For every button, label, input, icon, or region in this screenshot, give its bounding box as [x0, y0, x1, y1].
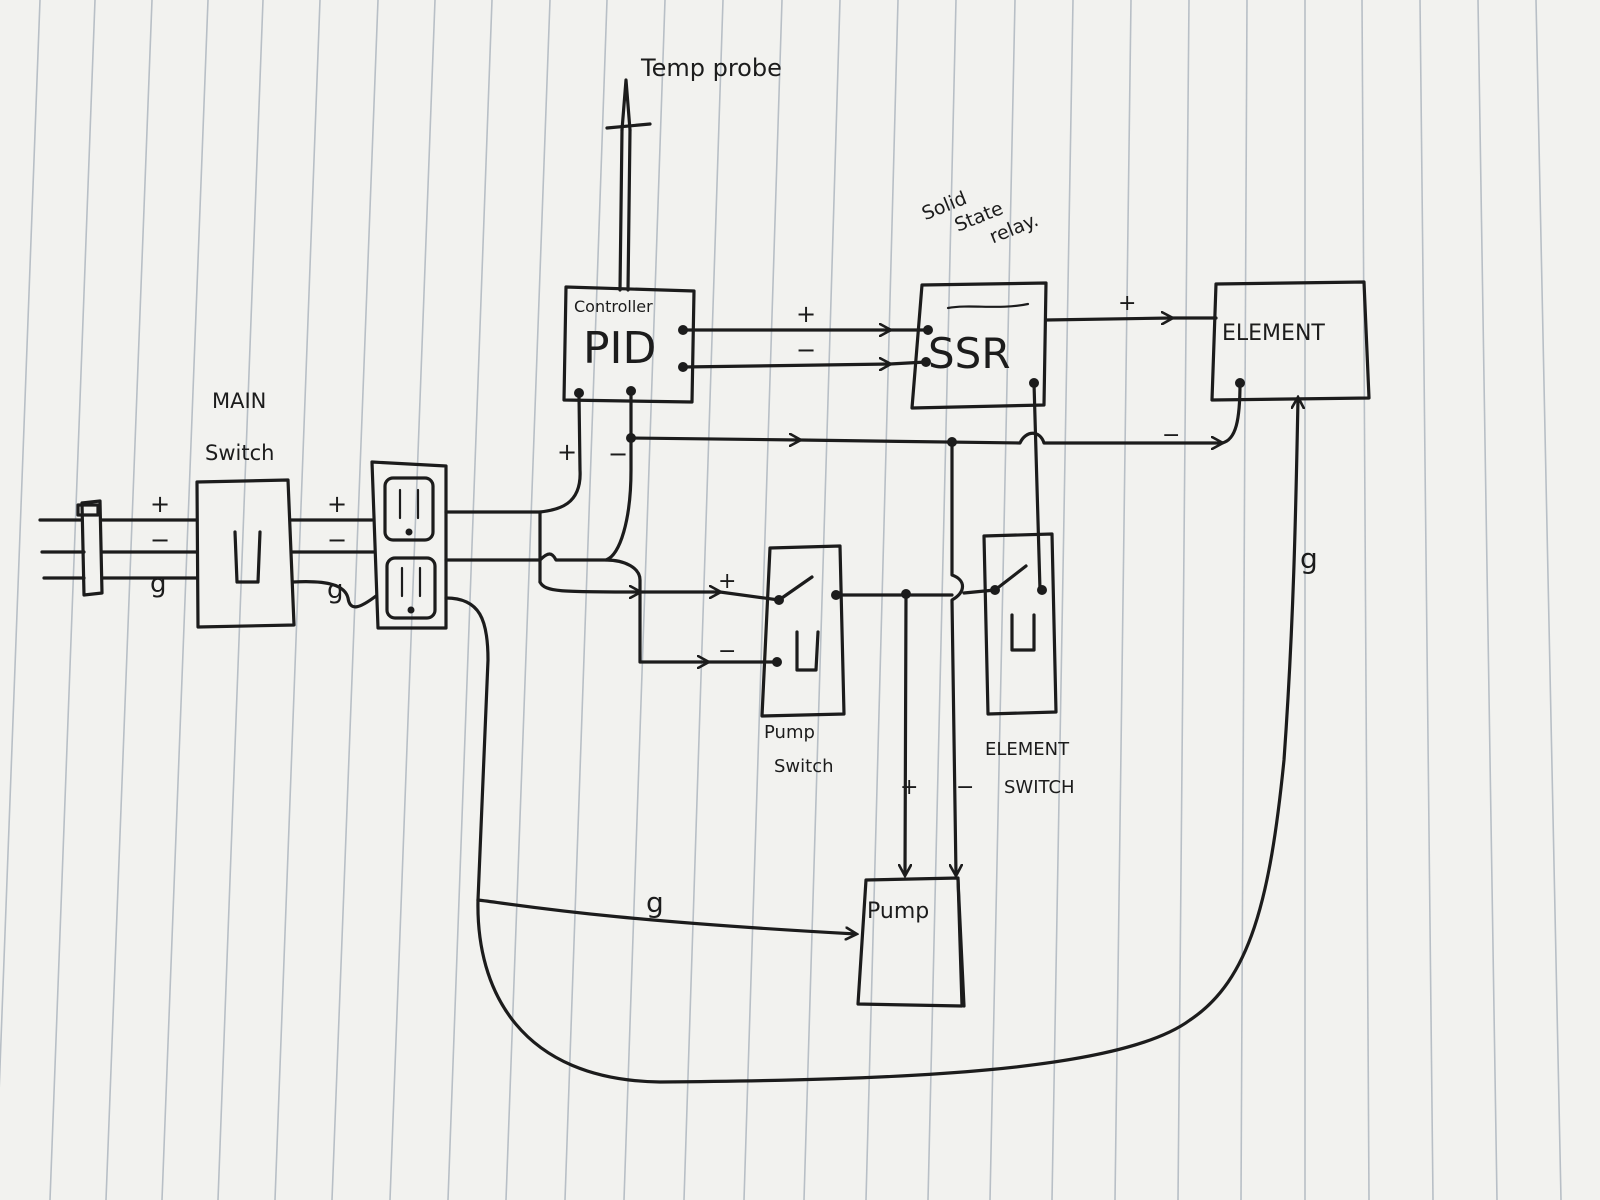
pid-label: PID	[583, 323, 656, 374]
mark-minus-pump-switch: −	[718, 639, 736, 664]
mark-ground-main: g	[327, 575, 344, 605]
pump-switch-label-line-1: Pump	[764, 722, 815, 743]
mark-minus-pid: −	[608, 440, 628, 468]
controller-label: Controller	[574, 297, 653, 316]
mark-minus-ssr-in: −	[796, 336, 816, 364]
mark-plus-element: +	[1118, 291, 1136, 316]
mark-minus-main: −	[327, 526, 347, 554]
mark-plus-inlet: +	[150, 490, 170, 518]
mark-plus-main: +	[327, 490, 347, 518]
element-switch-label-line-1: ELEMENT	[985, 739, 1070, 760]
element-label: ELEMENT	[1222, 321, 1325, 346]
solid-state-relay-label: Solid State relay.	[919, 187, 1042, 248]
pump-switch-label-line-2: Switch	[774, 756, 834, 777]
ruled-lines	[0, 0, 1562, 1200]
element-switch-box	[982, 532, 1058, 716]
ssr-box-label: SSR	[928, 329, 1011, 378]
pump-switch-box	[760, 544, 846, 718]
pump-box	[856, 876, 966, 1008]
mark-ground-element: g	[1300, 542, 1318, 575]
power-inlet	[38, 499, 104, 597]
mark-ground-pump: g	[646, 886, 664, 919]
mark-minus-element: −	[1162, 423, 1180, 448]
mark-minus-inlet: −	[150, 526, 170, 554]
wire-marks: + − g + − g + − + − + − + − + − g g	[150, 291, 1318, 919]
mark-plus-pump-switch: +	[718, 569, 736, 594]
main-switch-label-line-1: MAIN	[212, 389, 266, 413]
mark-plus-pid: +	[557, 438, 577, 466]
wires	[100, 318, 1298, 1084]
main-switch-label-line-2: Switch	[205, 441, 274, 465]
pump-label: Pump	[867, 899, 929, 924]
element-switch-label-line-2: SWITCH	[1004, 777, 1075, 798]
mark-minus-pump: −	[956, 775, 974, 800]
temp-probe-label: Temp probe	[640, 54, 782, 82]
temp-probe	[605, 78, 652, 292]
main-switch	[195, 478, 296, 629]
duplex-outlet	[370, 460, 448, 630]
mark-plus-pump: +	[900, 775, 918, 800]
mark-ground-inlet: g	[150, 569, 167, 599]
mark-plus-ssr-in: +	[796, 300, 816, 328]
